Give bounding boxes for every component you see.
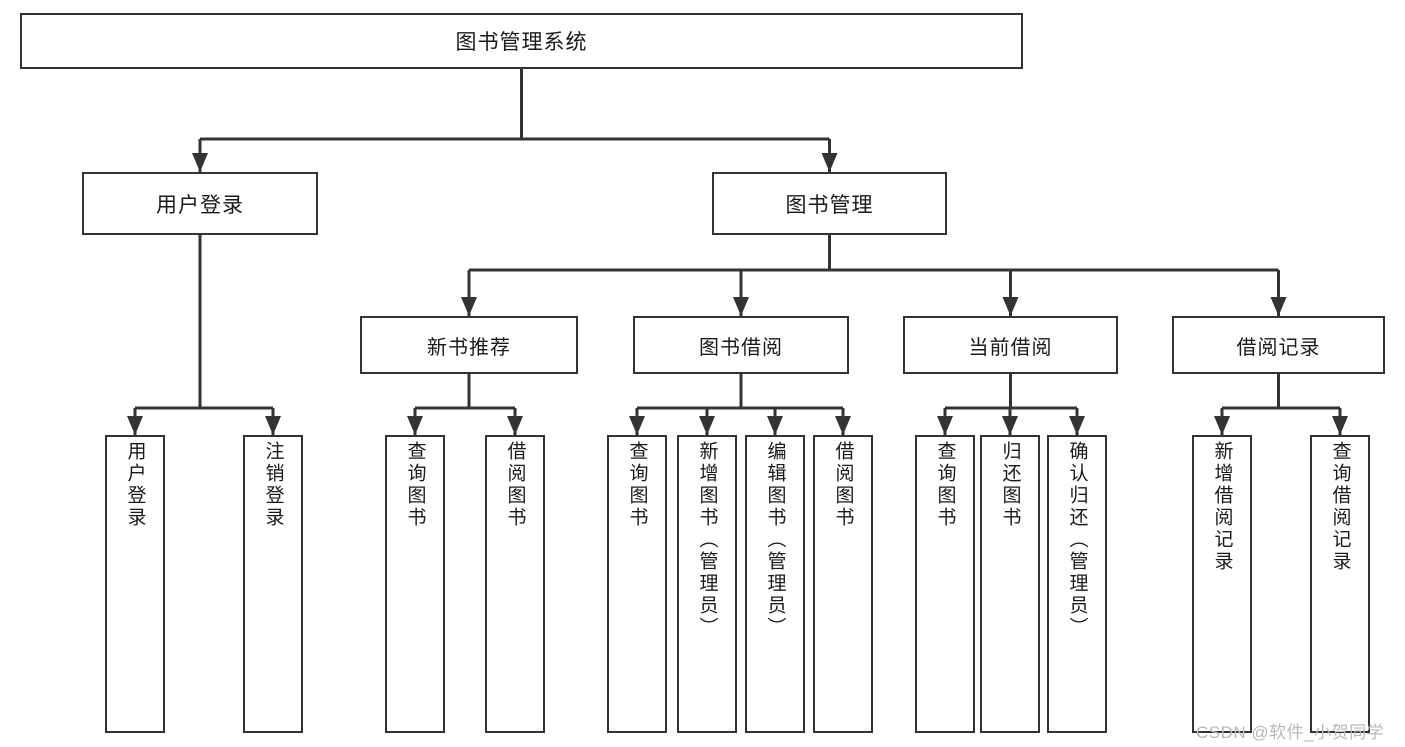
arrowhead-icon-leaf-query-record <box>1332 416 1348 435</box>
node-leaf-user-login: 用户登录 <box>105 435 165 733</box>
node-root: 图书管理系统 <box>20 13 1023 69</box>
node-label-root: 图书管理系统 <box>455 31 588 54</box>
node-label-leaf-return-book: 归还图书 <box>999 441 1021 529</box>
arrowhead-icon-leaf-borrow-book-rec <box>507 416 523 435</box>
arrowhead-icon-current-borrow <box>1002 297 1019 316</box>
arrowhead-icon-leaf-query-book-rec <box>407 416 423 435</box>
arrowhead-icon-leaf-add-book <box>699 416 715 435</box>
node-leaf-confirm-return: 确认归还（管理员） <box>1047 435 1107 733</box>
node-label-book-manage: 图书管理 <box>785 193 874 217</box>
node-label-leaf-add-record: 新增借阅记录 <box>1211 441 1233 573</box>
node-label-book-borrow: 图书借阅 <box>699 336 783 359</box>
arrowhead-icon-leaf-user-logout <box>265 416 281 435</box>
node-leaf-borrow-book: 借阅图书 <box>813 435 873 733</box>
arrowhead-icon-leaf-add-record <box>1214 416 1230 435</box>
node-label-leaf-user-logout: 注销登录 <box>262 441 284 529</box>
node-user-login: 用户登录 <box>82 172 318 235</box>
arrowhead-icon-book-borrow <box>733 297 749 316</box>
node-leaf-borrow-book-rec: 借阅图书 <box>485 435 545 733</box>
node-leaf-add-record: 新增借阅记录 <box>1192 435 1252 733</box>
node-label-leaf-borrow-book: 借阅图书 <box>832 441 854 529</box>
node-leaf-query-book-rec: 查询图书 <box>385 435 445 733</box>
node-label-current-borrow: 当前借阅 <box>968 336 1053 359</box>
node-label-new-book-rec: 新书推荐 <box>427 336 511 359</box>
node-leaf-add-book: 新增图书（管理员） <box>677 435 737 733</box>
arrowhead-icon-user-login <box>192 153 208 172</box>
watermark-label: CSDN @软件_小贺同学 <box>1196 723 1385 742</box>
arrowhead-icon-leaf-confirm-return <box>1069 416 1085 435</box>
node-book-borrow: 图书借阅 <box>633 316 849 374</box>
node-book-manage: 图书管理 <box>712 172 947 235</box>
node-leaf-query-record: 查询借阅记录 <box>1310 435 1370 733</box>
node-label-leaf-query-book-cur: 查询图书 <box>934 441 956 529</box>
node-label-user-login: 用户登录 <box>156 193 244 217</box>
arrowhead-icon-leaf-query-book-cur <box>937 416 953 435</box>
node-new-book-rec: 新书推荐 <box>360 316 578 374</box>
node-leaf-edit-book: 编辑图书（管理员） <box>745 435 805 733</box>
arrowhead-icon-borrow-record <box>1270 297 1287 316</box>
arrowhead-icon-leaf-user-login <box>127 416 143 435</box>
arrowhead-icon-new-book-rec <box>461 297 477 316</box>
node-label-leaf-borrow-book-rec: 借阅图书 <box>504 441 526 529</box>
arrowhead-icon-leaf-query-book <box>629 416 645 435</box>
node-label-leaf-query-book: 查询图书 <box>626 441 648 529</box>
node-label-leaf-query-record: 查询借阅记录 <box>1329 441 1351 573</box>
node-label-leaf-edit-book: 编辑图书（管理员） <box>764 441 786 639</box>
node-label-leaf-user-login: 用户登录 <box>124 441 146 529</box>
node-label-leaf-add-book: 新增图书（管理员） <box>696 441 718 639</box>
arrowhead-icon-book-manage <box>821 153 838 172</box>
node-current-borrow: 当前借阅 <box>903 316 1118 374</box>
node-leaf-query-book: 查询图书 <box>607 435 667 733</box>
arrowhead-icon-leaf-edit-book <box>767 416 783 435</box>
node-leaf-user-logout: 注销登录 <box>243 435 303 733</box>
node-leaf-query-book-cur: 查询图书 <box>915 435 975 733</box>
node-label-borrow-record: 借阅记录 <box>1236 336 1321 359</box>
node-leaf-return-book: 归还图书 <box>980 435 1040 733</box>
node-label-leaf-query-book-rec: 查询图书 <box>404 441 426 529</box>
arrowhead-icon-leaf-return-book <box>1002 416 1018 435</box>
arrowhead-icon-leaf-borrow-book <box>835 416 851 435</box>
node-label-leaf-confirm-return: 确认归还（管理员） <box>1066 441 1088 639</box>
node-borrow-record: 借阅记录 <box>1172 316 1385 374</box>
